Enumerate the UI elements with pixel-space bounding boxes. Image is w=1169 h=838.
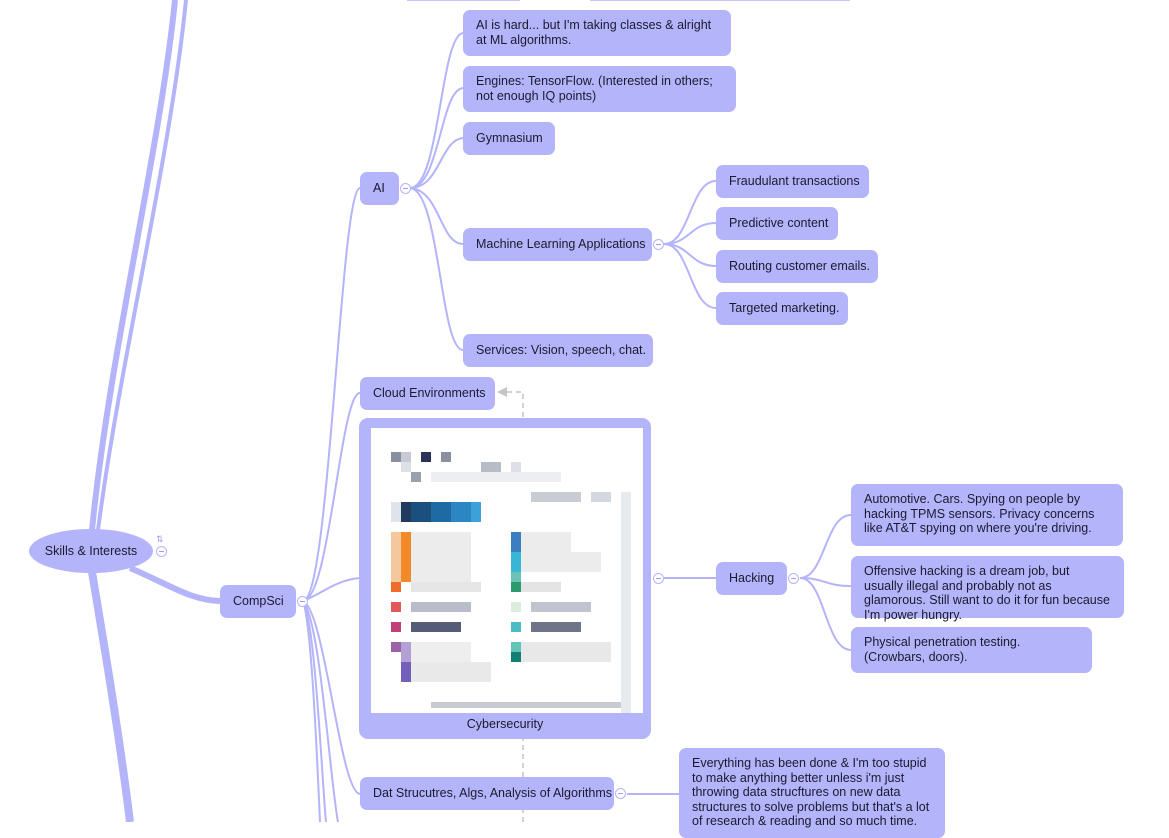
collapse-toggle-icon[interactable] xyxy=(788,573,799,584)
hacking-physical-node[interactable]: Physical penetration testing. (Crowbars,… xyxy=(851,627,1092,673)
ml-fraud-node[interactable]: Fraudulant transactions xyxy=(716,165,869,198)
collapse-toggle-icon[interactable] xyxy=(400,183,411,194)
cybersecurity-image xyxy=(371,428,643,713)
ai-gymnasium-node[interactable]: Gymnasium xyxy=(463,122,555,155)
node-label: Hacking xyxy=(729,571,775,586)
ai-label: AI xyxy=(373,181,385,196)
hacking-automotive-node[interactable]: Automotive. Cars. Spying on people by ha… xyxy=(851,484,1123,546)
node-label: Predictive content xyxy=(729,216,829,231)
node-label: Cloud Environments xyxy=(373,386,486,401)
node-label: Routing customer emails. xyxy=(729,259,871,274)
node-label: Services: Vision, speech, chat. xyxy=(476,343,646,358)
ml-predictive-node[interactable]: Predictive content xyxy=(716,207,838,240)
ai-note-engines[interactable]: Engines: TensorFlow. (Interested in othe… xyxy=(463,66,736,112)
compsci-node[interactable]: CompSci xyxy=(220,585,296,618)
ml-applications-node[interactable]: Machine Learning Applications xyxy=(463,228,652,261)
ml-marketing-node[interactable]: Targeted marketing. xyxy=(716,292,848,325)
dashed-arrow-icon xyxy=(497,387,507,397)
node-label: AI is hard... but I'm taking classes & a… xyxy=(476,18,712,47)
collapse-toggle-icon[interactable] xyxy=(297,596,308,607)
cybersecurity-node[interactable]: Cybersecurity xyxy=(359,418,651,739)
hacking-node[interactable]: Hacking xyxy=(716,562,787,595)
collapse-toggle-icon[interactable] xyxy=(615,788,626,799)
node-label: Machine Learning Applications xyxy=(476,237,646,252)
node-label: Offensive hacking is a dream job, but us… xyxy=(864,564,1110,622)
ai-node[interactable]: AI xyxy=(360,172,399,205)
node-label: Gymnasium xyxy=(476,131,543,146)
cybersecurity-label: Cybersecurity xyxy=(466,717,544,731)
ai-services-node[interactable]: Services: Vision, speech, chat. xyxy=(463,334,653,367)
cloud-environments-node[interactable]: Cloud Environments xyxy=(360,377,495,410)
sort-icon[interactable]: ⇅ xyxy=(156,534,164,544)
root-node[interactable]: Skills & Interests xyxy=(29,529,153,573)
ml-routing-node[interactable]: Routing customer emails. xyxy=(716,250,878,283)
collapse-toggle-icon[interactable] xyxy=(653,573,664,584)
node-label: Engines: TensorFlow. (Interested in othe… xyxy=(476,74,713,103)
compsci-label: CompSci xyxy=(233,594,284,609)
node-label: Dat Strucutres, Algs, Analysis of Algori… xyxy=(373,786,612,801)
collapse-toggle-icon[interactable] xyxy=(653,239,664,250)
root-label: Skills & Interests xyxy=(44,544,138,558)
node-label: Fraudulant transactions xyxy=(729,174,860,189)
dsa-note-node[interactable]: Everything has been done & I'm too stupi… xyxy=(679,748,945,838)
hacking-offensive-node[interactable]: Offensive hacking is a dream job, but us… xyxy=(851,556,1124,622)
node-label: Physical penetration testing. (Crowbars,… xyxy=(864,635,1021,664)
collapse-toggle-icon[interactable] xyxy=(156,546,167,557)
ai-note-hard[interactable]: AI is hard... but I'm taking classes & a… xyxy=(463,10,731,56)
node-label: Automotive. Cars. Spying on people by ha… xyxy=(864,492,1095,535)
node-label: Everything has been done & I'm too stupi… xyxy=(692,756,930,828)
dsa-node[interactable]: Dat Strucutres, Algs, Analysis of Algori… xyxy=(360,777,614,810)
node-label: Targeted marketing. xyxy=(729,301,840,316)
